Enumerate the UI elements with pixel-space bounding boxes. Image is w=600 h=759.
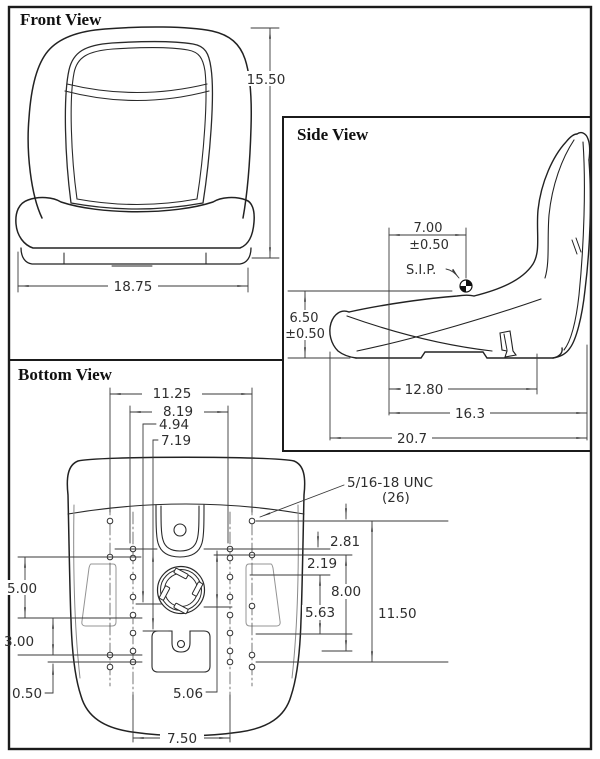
- front-view-title: Front View: [20, 10, 102, 29]
- bottom-pan-outline: [66, 456, 306, 737]
- bottom-notched-plate: [151, 630, 211, 673]
- side-middepth-label-bg: [450, 406, 490, 420]
- front-width-label-bg: [108, 278, 158, 293]
- thread-leader: [259, 484, 345, 518]
- bottom-view: Bottom View: [4, 365, 449, 747]
- sip-label: S.I.P.: [406, 263, 436, 278]
- front-headrest-seam-upper: [66, 83, 208, 94]
- bottom-pan-right-inner-edge: [291, 504, 299, 679]
- side-view-title: Side View: [297, 125, 369, 144]
- spacing-inner-label: 8.19: [163, 404, 193, 420]
- sheet-border: [7, 5, 593, 751]
- right-dimension-chain: [317, 503, 373, 663]
- dim-500-label-bg: [6, 580, 44, 595]
- side-railspan-label: 12.80: [405, 382, 444, 398]
- front-seatback-outline: [27, 26, 252, 219]
- dim-300-label: 3.00: [4, 634, 34, 650]
- dim-1150-label: 11.50: [378, 606, 417, 622]
- spacing-outer-label-bg: [142, 386, 202, 400]
- bottom-pan-left-inner-edge: [73, 504, 81, 679]
- side-height-label-bg: [285, 310, 326, 340]
- bolt-centerlines: [109, 502, 253, 701]
- offset-a-label: 4.94: [159, 417, 189, 433]
- dim-050-label: 0.50: [12, 686, 42, 702]
- side-sip-dimension: [388, 227, 467, 416]
- thread-callout-label: 5/16-18 UNC: [347, 475, 433, 491]
- bottom-round-knockout: [156, 565, 206, 615]
- spacing-outer-label: 11.25: [153, 386, 192, 402]
- bottom-center-slot: [155, 504, 205, 558]
- front-height-label: 15.50: [247, 72, 286, 88]
- dim-219-label: 2.19: [307, 556, 337, 572]
- bottom-left-rail: [81, 563, 117, 627]
- dim-506-label: 5.06: [173, 686, 203, 702]
- side-railspan-label-bg: [401, 382, 448, 396]
- front-height-label-bg: [246, 71, 288, 86]
- bottom-view-title: Bottom View: [18, 365, 113, 384]
- dim-506-lines: [205, 550, 218, 693]
- front-view: Front View 15.50 18.75: [15, 10, 288, 295]
- spacing-inner-label-bg: [152, 404, 204, 418]
- front-headrest-seam-lower: [64, 90, 210, 101]
- front-backpanel-inner: [70, 47, 207, 206]
- side-overalldepth-label: 20.7: [397, 431, 427, 447]
- left-dimension-chain: [24, 556, 54, 694]
- dim-750-label-bg: [160, 730, 204, 745]
- side-height-label: 6.50: [290, 311, 319, 326]
- dim-750-label: 7.50: [167, 731, 197, 747]
- side-seat-profile: [329, 131, 592, 359]
- side-sip-label-bg: [408, 221, 450, 233]
- dim-800-label: 8.00: [331, 584, 361, 600]
- sip-target-icon: [459, 279, 473, 293]
- row-extension-lines: [17, 520, 449, 663]
- dim-500-label: 5.00: [7, 581, 37, 597]
- front-cushion: [15, 196, 255, 249]
- front-backpanel-outer: [64, 40, 214, 210]
- bottom-pan-inner-curve: [67, 503, 305, 515]
- dim-563-label-bg: [302, 605, 339, 620]
- sip-leader: [445, 268, 460, 279]
- side-sip-offset-tol: ±0.50: [409, 238, 449, 253]
- front-height-dimension: [250, 27, 280, 259]
- side-sip-offset-label: 7.00: [414, 221, 443, 236]
- side-height-tol: ±0.50: [285, 327, 325, 342]
- offset-b-label: 7.19: [161, 433, 191, 449]
- side-middepth-label: 16.3: [455, 406, 485, 422]
- thread-qty-label: (26): [382, 490, 410, 506]
- front-width-label: 18.75: [114, 279, 153, 295]
- dim-281-label: 2.81: [330, 534, 360, 550]
- side-overalldepth-label-bg: [392, 431, 432, 445]
- front-cushion-skirt: [20, 247, 252, 265]
- bottom-right-rail: [245, 563, 281, 627]
- side-view: Side View 7.00: [285, 125, 592, 447]
- side-depth-dimensions: [329, 344, 588, 441]
- dim-563-label: 5.63: [305, 605, 335, 621]
- dim-800-label-bg: [327, 584, 365, 599]
